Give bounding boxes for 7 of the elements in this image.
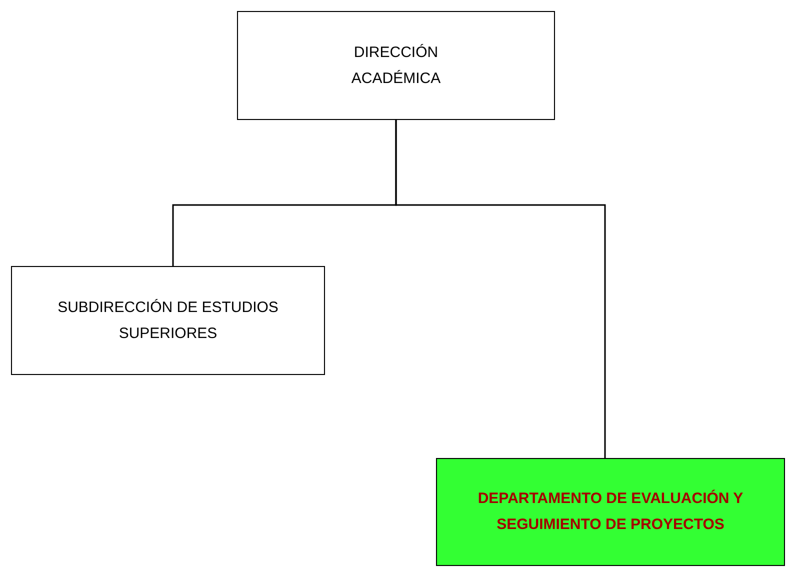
connector-line xyxy=(395,120,606,458)
unit-name: DIRECCIÓN ACADÉMICA xyxy=(350,42,442,88)
org-box xyxy=(11,266,325,375)
unit-name: SUBDIRECCIÓN DE ESTUDIOS SUPERIORES xyxy=(56,298,280,344)
unit-name: DEPARTAMENTO DE EVALUACIÓN Y SEGUIMIENTO DE PROYECTOS xyxy=(476,488,744,535)
org-box xyxy=(237,11,555,120)
org-box xyxy=(436,458,785,566)
